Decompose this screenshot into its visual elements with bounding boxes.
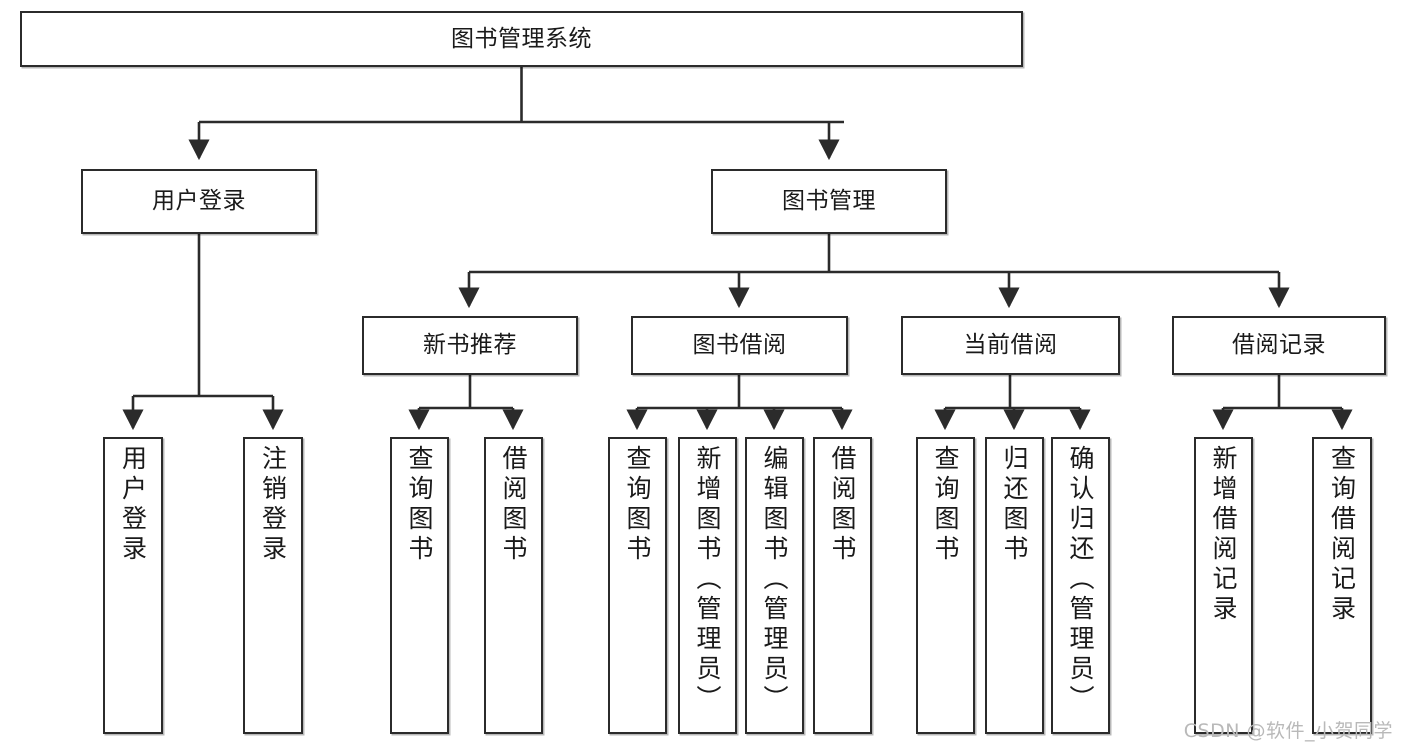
- node-root-label: 图书管理系统: [451, 25, 592, 52]
- node-leaf-borrow-book-1-label: 借阅图书: [499, 445, 528, 565]
- node-book-manage[interactable]: 图书管理: [711, 169, 947, 234]
- node-leaf-edit-book-label: 编辑图书（管理员）: [760, 445, 789, 715]
- node-leaf-add-book-label: 新增图书（管理员）: [693, 445, 722, 715]
- node-user-login[interactable]: 用户登录: [81, 169, 317, 234]
- node-leaf-query-book-2[interactable]: 查询图书: [608, 437, 667, 734]
- node-new-book-rec[interactable]: 新书推荐: [362, 316, 578, 375]
- node-new-book-rec-label: 新书推荐: [423, 332, 517, 358]
- node-leaf-query-book-1[interactable]: 查询图书: [390, 437, 449, 734]
- node-leaf-logout-label: 注销登录: [258, 445, 288, 565]
- node-user-login-label: 用户登录: [152, 188, 246, 214]
- node-leaf-query-book-1-label: 查询图书: [405, 445, 434, 565]
- node-book-manage-label: 图书管理: [782, 188, 876, 214]
- node-leaf-edit-book[interactable]: 编辑图书（管理员）: [745, 437, 804, 734]
- node-leaf-add-record-label: 新增借阅记录: [1209, 445, 1238, 625]
- node-book-borrow-label: 图书借阅: [692, 332, 787, 358]
- node-leaf-borrow-book-2[interactable]: 借阅图书: [813, 437, 872, 734]
- node-leaf-query-record[interactable]: 查询借阅记录: [1312, 437, 1372, 734]
- node-leaf-user-login[interactable]: 用户登录: [103, 437, 163, 734]
- node-leaf-confirm-return-label: 确认归还（管理员）: [1066, 445, 1095, 715]
- node-leaf-query-book-3[interactable]: 查询图书: [916, 437, 975, 734]
- node-borrow-record[interactable]: 借阅记录: [1172, 316, 1386, 375]
- node-leaf-logout[interactable]: 注销登录: [243, 437, 303, 734]
- node-leaf-query-record-label: 查询借阅记录: [1327, 445, 1357, 625]
- node-leaf-add-record[interactable]: 新增借阅记录: [1194, 437, 1253, 734]
- node-root[interactable]: 图书管理系统: [20, 11, 1023, 67]
- node-leaf-query-book-2-label: 查询图书: [623, 445, 652, 565]
- node-leaf-query-book-3-label: 查询图书: [931, 445, 960, 565]
- node-current-borrow-label: 当前借阅: [963, 332, 1058, 358]
- node-leaf-borrow-book-1[interactable]: 借阅图书: [484, 437, 543, 734]
- node-book-borrow[interactable]: 图书借阅: [631, 316, 848, 375]
- node-leaf-add-book[interactable]: 新增图书（管理员）: [678, 437, 737, 734]
- node-leaf-user-login-label: 用户登录: [118, 445, 148, 565]
- node-borrow-record-label: 借阅记录: [1232, 332, 1326, 358]
- node-leaf-return-book[interactable]: 归还图书: [985, 437, 1044, 734]
- node-leaf-confirm-return[interactable]: 确认归还（管理员）: [1051, 437, 1110, 734]
- node-leaf-return-book-label: 归还图书: [1000, 445, 1029, 565]
- node-leaf-borrow-book-2-label: 借阅图书: [828, 445, 857, 565]
- node-current-borrow[interactable]: 当前借阅: [901, 316, 1120, 375]
